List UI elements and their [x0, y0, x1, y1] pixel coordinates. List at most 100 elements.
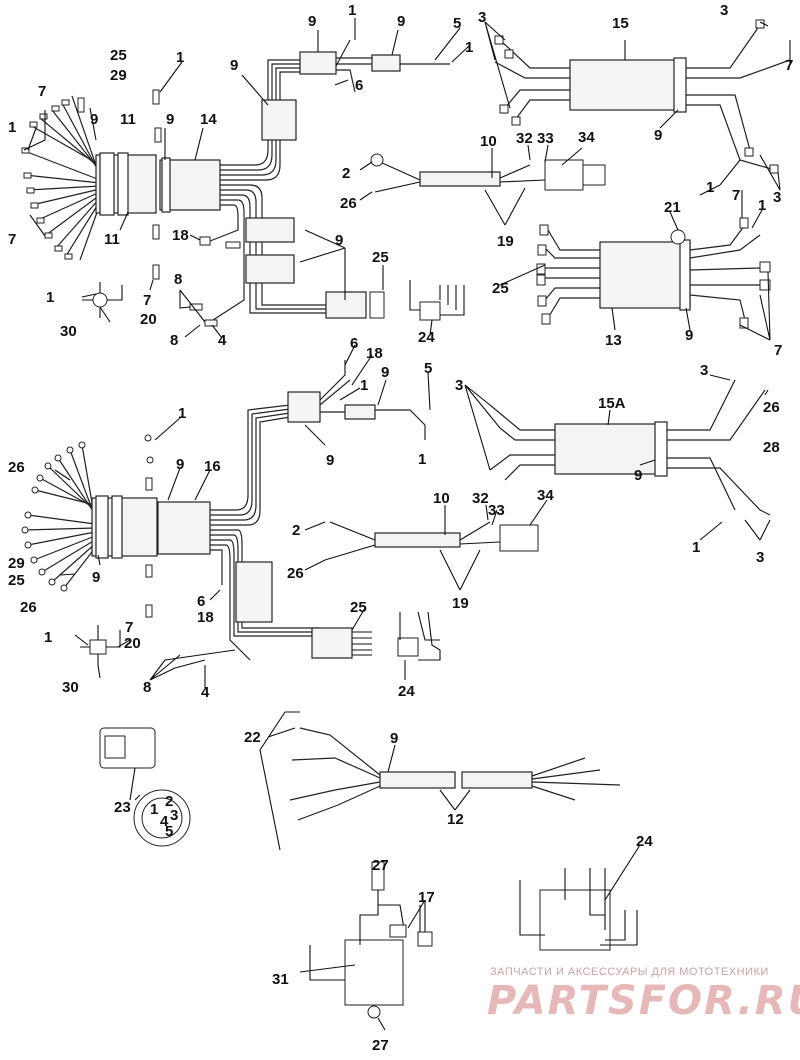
sleeve-9-lower-top [287, 391, 321, 423]
harness-10-lower [324, 521, 539, 561]
callout-7: 7 [774, 342, 782, 359]
lower-left-terminals [21, 434, 154, 618]
callout-26: 26 [763, 399, 780, 416]
ring-terminal-2-upper [370, 153, 384, 167]
callout-18: 18 [197, 609, 214, 626]
callout-25: 25 [492, 280, 509, 297]
harness-15 [494, 19, 791, 174]
callout-1: 1 [758, 197, 766, 214]
watermark-brand: PARTSFOR.RU [487, 978, 800, 1024]
callout-9: 9 [654, 127, 662, 144]
callout-4: 4 [201, 684, 210, 701]
pin-label-5: 5 [165, 823, 173, 840]
callout-12: 12 [447, 811, 464, 828]
upper-top-leads [335, 39, 450, 93]
callout-11: 11 [120, 111, 136, 128]
harness-12-wires-left [289, 727, 381, 821]
callout-17: 17 [418, 889, 435, 906]
harness-13-terminals [536, 217, 771, 329]
callout-9: 9 [176, 456, 184, 473]
callout-30: 30 [60, 323, 77, 340]
main-harness-upper [21, 39, 465, 327]
callout-1: 1 [8, 119, 16, 136]
callout-30: 30 [62, 679, 79, 696]
clamp-9-left [99, 152, 115, 216]
callout-26: 26 [8, 459, 25, 476]
callout-27: 27 [372, 1037, 389, 1054]
callout-13: 13 [605, 332, 622, 349]
sleeve-15a [554, 423, 666, 475]
pin-label-2: 2 [165, 793, 173, 810]
callout-6: 6 [197, 593, 205, 610]
callout-2: 2 [292, 522, 300, 539]
callout-26: 26 [20, 599, 37, 616]
sleeve-13 [599, 241, 691, 309]
callout-9: 9 [685, 327, 693, 344]
callout-1: 1 [360, 377, 368, 394]
callout-24: 24 [418, 329, 435, 346]
callout-23: 23 [114, 799, 131, 816]
upper-left-terminals [21, 89, 162, 280]
connector-24-upper [419, 301, 441, 321]
harness-10-upper [370, 153, 606, 193]
sleeve-9-mid [245, 217, 295, 243]
callout-7: 7 [38, 83, 46, 100]
callout-4: 4 [218, 332, 227, 349]
callout-19: 19 [452, 595, 469, 612]
callout-1: 1 [44, 629, 52, 646]
callout-3: 3 [478, 9, 486, 26]
lower-top-leads [319, 360, 426, 426]
pin-label-3: 3 [170, 807, 178, 824]
callout-9: 9 [335, 232, 343, 249]
harness-12-wires-right [531, 757, 621, 801]
callout-18: 18 [366, 345, 383, 362]
callout-2: 2 [342, 165, 350, 182]
callout-1: 1 [46, 289, 54, 306]
callout-9: 9 [166, 111, 174, 128]
main-harness-lower [21, 360, 441, 669]
callout-9: 9 [390, 730, 398, 747]
connector-24-upper-leads [409, 280, 465, 316]
connector-30-lower [80, 625, 121, 665]
callout-31: 31 [272, 971, 289, 988]
clamp-9-lower-left [95, 495, 109, 559]
callout-3: 3 [700, 362, 708, 379]
clamp-9-15 [673, 57, 687, 113]
callout-9: 9 [308, 13, 316, 30]
callout-6: 6 [350, 335, 358, 352]
watermark-tagline: ЗАПЧАСТИ И АКСЕССУАРЫ ДЛЯ МОТОТЕХНИКИ [490, 966, 769, 978]
callout-11: 11 [104, 231, 120, 248]
tube-10-lower [374, 532, 461, 548]
tube-12-right [461, 771, 533, 789]
callout-34: 34 [578, 129, 595, 146]
callout-14: 14 [200, 111, 217, 128]
callout-leaders [23, 18, 791, 1031]
callout-24: 24 [636, 833, 653, 850]
callout-1: 1 [178, 405, 186, 422]
callout-34: 34 [537, 487, 554, 504]
callout-3: 3 [455, 377, 463, 394]
connector-34-upper-cap [582, 164, 606, 186]
sleeve-9-top [299, 51, 337, 75]
callout-25: 25 [110, 47, 127, 64]
clamp-9-15a [654, 421, 668, 477]
pin-label-1: 1 [150, 801, 158, 818]
sleeve-9-low [245, 254, 295, 284]
callout-33: 33 [537, 130, 554, 147]
lower-left-wire-fan [24, 444, 96, 589]
connector-30-upper [82, 282, 123, 318]
callout-27: 27 [372, 857, 389, 874]
harness-12 [259, 711, 621, 851]
callout-9: 9 [230, 57, 238, 74]
callout-numbers: 1 1 1 1 1 1 1 1 1 1 1 1 2 2 3 3 3 3 3 3 … [8, 2, 793, 1054]
connector-34-lower [499, 524, 539, 552]
harness-13-wires [544, 224, 761, 321]
callout-3: 3 [756, 549, 764, 566]
callout-8: 8 [143, 679, 151, 696]
sleeve-9-lower-right [344, 404, 376, 420]
callout-22: 22 [244, 729, 261, 746]
callout-8: 8 [170, 332, 178, 349]
callout-1: 1 [465, 39, 473, 56]
callout-9: 9 [90, 111, 98, 128]
connector-25-body [325, 291, 367, 319]
